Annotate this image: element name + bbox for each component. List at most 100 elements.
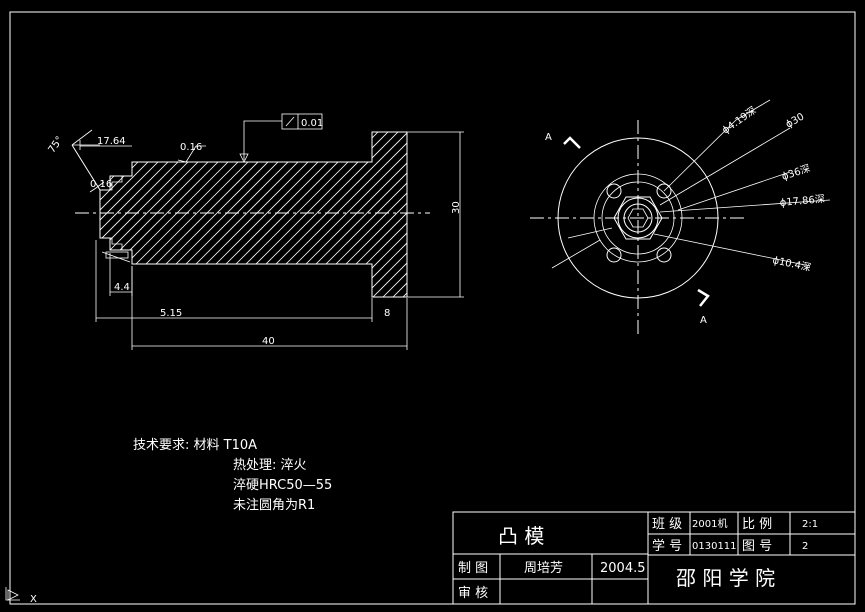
hatch-line [249, 132, 407, 297]
drawn-date: 2004.5 [600, 561, 646, 576]
hex-inner [627, 208, 649, 228]
dim-4-4: 4.4 [114, 282, 130, 293]
hatch-line [279, 132, 407, 297]
hatch-line [550, 120, 730, 300]
hatch-line [229, 132, 407, 297]
hatch-line [410, 120, 590, 300]
dim-30: 30 [451, 201, 462, 214]
screw-hole-2 [656, 183, 672, 199]
dim-40: 40 [262, 336, 275, 347]
dim-8: 8 [384, 308, 390, 319]
hatch-line [0, 120, 80, 300]
hatch-line [480, 120, 660, 300]
tip-steps-lower [100, 237, 123, 250]
title-block: 凸 模 班 级 2001机 比 例 2:1 学 号 0130111 图 号 2 … [452, 511, 856, 605]
class-value: 2001机 [692, 517, 727, 530]
hatch-line [100, 132, 251, 297]
hatch-pattern [0, 120, 760, 300]
note-line-1: 技术要求: 材料 T10A [133, 438, 257, 453]
hatch-line [100, 132, 151, 297]
school-name: 邵 阳 学 院 [676, 566, 775, 590]
class-label: 班 级 [652, 517, 682, 532]
side-view: 75° 17.64 0.16 0.16 0.01 4.4 5.15 8 [0, 113, 760, 350]
hatch-line [319, 132, 407, 297]
technical-notes: 技术要求: 材料 T10A 热处理: 淬火 淬硬HRC50—55 未注圆角为R1 [133, 438, 332, 513]
hatch-line [580, 120, 760, 300]
hatch-line [219, 132, 401, 297]
scale-value: 2:1 [802, 519, 818, 530]
drawing-no-label: 图 号 [742, 539, 772, 554]
hatch-line [100, 132, 261, 297]
hatch-line [289, 132, 407, 297]
part-outline [99, 131, 408, 298]
hatch-line [369, 132, 407, 297]
section-label-bottom: A [700, 315, 707, 326]
student-label: 学 号 [652, 538, 682, 554]
taper-edge [71, 144, 101, 191]
callout-5: ϕ10.4深 [771, 254, 812, 274]
hatch-line [0, 120, 90, 300]
hatch-line [179, 132, 361, 297]
sheet-frame [9, 11, 856, 605]
screw-hole-4 [656, 247, 672, 263]
drawn-name: 周培芳 [524, 560, 563, 576]
hatch-line [199, 132, 381, 297]
section-label-top: A [545, 132, 552, 143]
callout-3: ϕ36深 [780, 162, 812, 182]
hatch-line [329, 132, 407, 297]
hatch-line [460, 120, 640, 300]
screw-hole-3 [606, 247, 622, 263]
end-view: A A ϕ4.19深 ϕ30 ϕ36深 ϕ17.86深 ϕ10.4深 [530, 99, 831, 336]
hatch-line [259, 132, 407, 297]
callout-4: ϕ17.86深 [779, 193, 825, 209]
hatch-line [440, 120, 620, 300]
drawing-no-value: 2 [802, 541, 808, 552]
hatch-line [119, 132, 301, 297]
tolerance-value: 0.01 [301, 118, 323, 129]
hatch-line [349, 132, 407, 297]
hatch-line [100, 132, 181, 297]
note-line-3: 淬硬HRC50—55 [233, 478, 332, 493]
hatch-line [500, 120, 680, 300]
hatch-line [100, 132, 171, 297]
callout-1: ϕ4.19深 [720, 104, 759, 136]
drawn-label: 制 图 [458, 561, 488, 576]
hatch-line [239, 132, 407, 297]
hatch-line [100, 132, 241, 297]
hatch-line [149, 132, 331, 297]
roughness-1: 0.16 [180, 142, 202, 153]
hatch-line [399, 132, 407, 297]
hatch-line [189, 132, 371, 297]
note-line-2: 热处理: 淬火 [233, 458, 307, 473]
section-arrow-top [563, 136, 581, 149]
roughness-2: 0.16 [90, 179, 112, 190]
hatch-line [309, 132, 407, 297]
dim-angle: 75° [47, 135, 66, 156]
hatch-line [139, 132, 321, 297]
scale-label: 比 例 [742, 517, 772, 532]
hatch-line [209, 132, 391, 297]
check-label: 审 核 [458, 586, 488, 601]
hatch-line [510, 120, 690, 300]
hatch-line [269, 132, 407, 297]
hatch-line [339, 132, 407, 297]
tolerance-frame [281, 113, 323, 130]
callout-2: ϕ30 [784, 111, 806, 130]
ucs-icon: X [5, 587, 37, 605]
tip-notch [105, 251, 129, 259]
hatch-line [470, 120, 650, 300]
hatch-line [389, 132, 407, 297]
tip-steps [100, 175, 132, 191]
hatch-line [100, 132, 231, 297]
screw-hole-1 [606, 183, 622, 199]
hatch-line [570, 120, 750, 300]
section-arrow-bottom [697, 288, 710, 307]
hatch-line [100, 132, 141, 297]
hatch-line [129, 132, 311, 297]
part-name: 凸 模 [498, 524, 544, 548]
hatch-line [420, 120, 600, 300]
dim-17-64: 17.64 [97, 136, 126, 147]
hatch-line [359, 132, 407, 297]
tip-chamfer [101, 251, 131, 263]
